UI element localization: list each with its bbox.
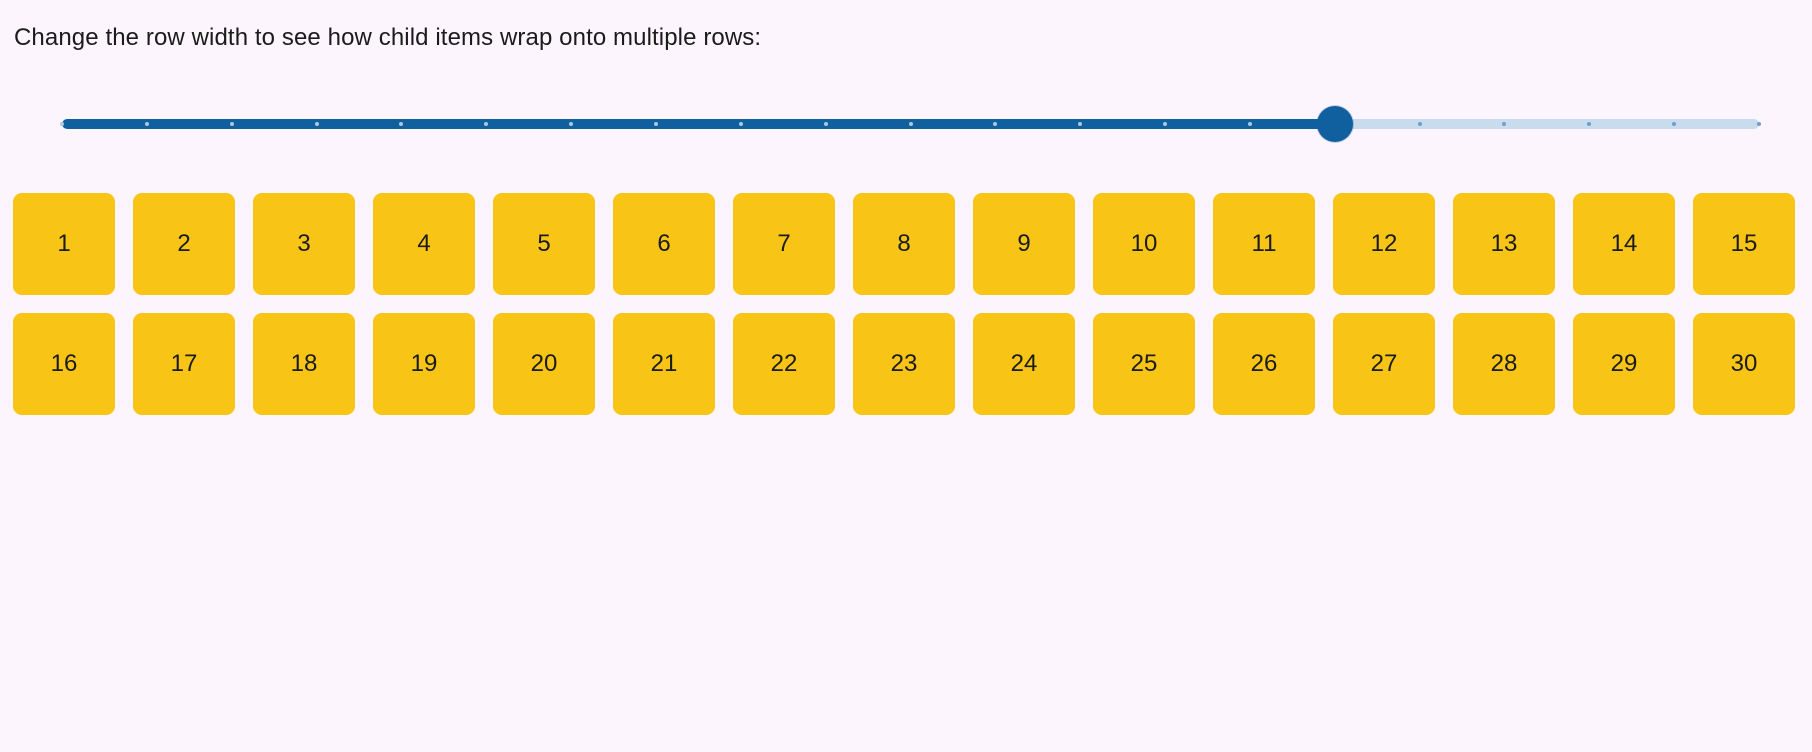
wrapping-item: 17 (133, 313, 235, 415)
wrapping-item: 29 (1573, 313, 1675, 415)
wrapping-item: 18 (253, 313, 355, 415)
wrapping-item: 22 (733, 313, 835, 415)
wrapping-item: 1 (13, 193, 115, 295)
wrapping-item: 30 (1693, 313, 1795, 415)
wrapping-item: 10 (1093, 193, 1195, 295)
wrapping-item: 13 (1453, 193, 1555, 295)
wrapping-item: 16 (13, 313, 115, 415)
wrapping-item: 9 (973, 193, 1075, 295)
wrapping-item: 27 (1333, 313, 1435, 415)
wrapping-item: 28 (1453, 313, 1555, 415)
wrapping-item: 4 (373, 193, 475, 295)
slider-track[interactable] (62, 119, 1759, 129)
wrapping-item: 2 (133, 193, 235, 295)
wrapping-item: 19 (373, 313, 475, 415)
wrapping-item: 11 (1213, 193, 1315, 295)
wrapping-item: 3 (253, 193, 355, 295)
wrapping-item: 7 (733, 193, 835, 295)
wrapping-item: 23 (853, 313, 955, 415)
slider-filled-track (62, 119, 1335, 129)
instruction-text: Change the row width to see how child it… (14, 24, 762, 51)
wrapping-item: 20 (493, 313, 595, 415)
row-width-slider[interactable] (60, 106, 1761, 146)
wrapping-item: 5 (493, 193, 595, 295)
wrapping-item: 25 (1093, 313, 1195, 415)
slider-thumb[interactable] (1316, 106, 1353, 142)
wrapping-item: 26 (1213, 313, 1315, 415)
wrapping-item: 6 (613, 193, 715, 295)
wrapping-item: 15 (1693, 193, 1795, 295)
wrapping-item: 24 (973, 313, 1075, 415)
wrapping-item: 12 (1333, 193, 1435, 295)
wrapping-item: 21 (613, 313, 715, 415)
wrapping-item: 8 (853, 193, 955, 295)
wrapping-item: 14 (1573, 193, 1675, 295)
